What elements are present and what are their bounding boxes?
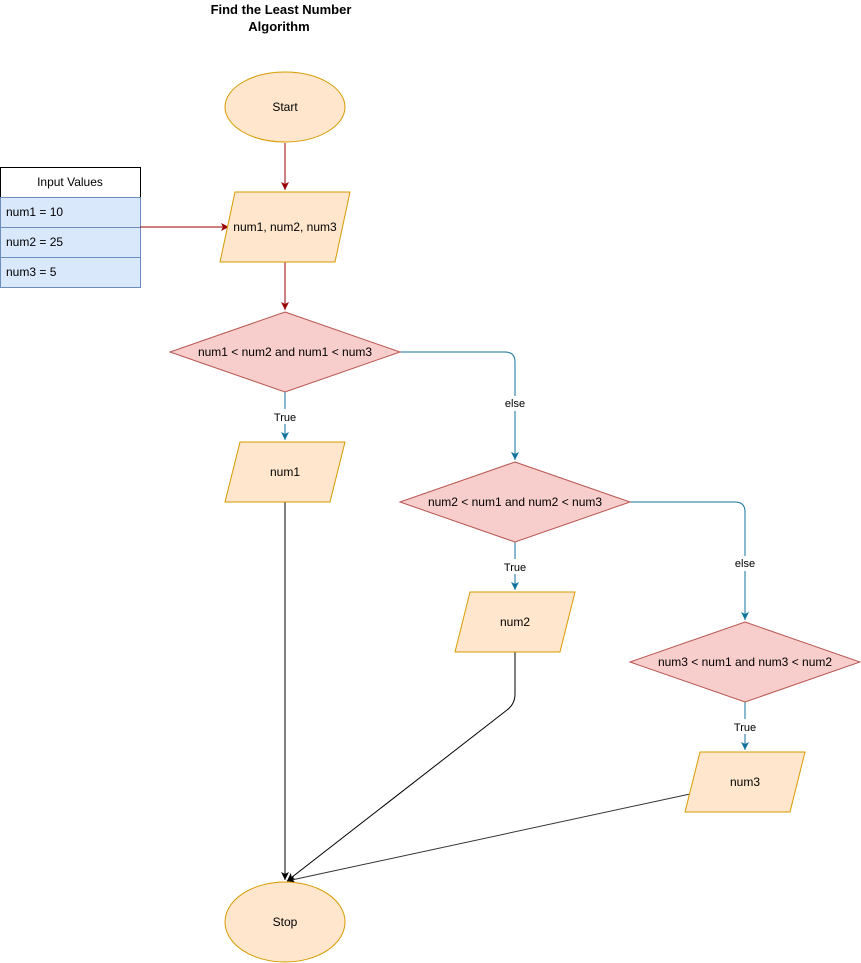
node-decision1-label: num1 < num2 and num1 < num3 <box>198 345 372 359</box>
node-output2: num2 <box>454 591 576 653</box>
diagram-title-line1: Find the Least Number <box>211 2 352 17</box>
edge-decision1-else <box>400 351 519 460</box>
node-start: Start <box>224 71 346 143</box>
node-stop-label: Stop <box>273 915 298 929</box>
table-header-cell <box>0 167 141 198</box>
table-row-label: num2 = 25 <box>6 235 63 249</box>
node-output2-label: num2 <box>500 615 530 629</box>
node-decision2: num2 < num1 and num2 < num3 <box>398 461 632 543</box>
node-output3-label: num3 <box>730 775 760 789</box>
edge-output2-to-stop <box>286 652 516 882</box>
edge-label-d2-true: True <box>504 562 526 574</box>
node-decision1: num1 < num2 and num1 < num3 <box>168 311 402 393</box>
table-row <box>0 227 141 258</box>
edge-label-d3-true: True <box>734 722 756 734</box>
node-output1: num1 <box>224 441 346 503</box>
edge-label-d1-else: else <box>505 398 525 410</box>
node-decision2-label: num2 < num1 and num2 < num3 <box>428 495 602 509</box>
table-row-label: num1 = 10 <box>6 205 63 219</box>
node-decision3: num3 < num1 and num3 < num2 <box>628 621 861 703</box>
edge-label-d1-true: True <box>274 412 296 424</box>
diagram-title-line2: Algorithm <box>248 19 309 34</box>
edge-decision2-else <box>630 501 749 620</box>
table-row <box>0 197 141 228</box>
table-header-label: Input Values <box>37 175 103 189</box>
node-stop: Stop <box>224 881 346 963</box>
node-input-label: num1, num2, num3 <box>233 220 337 234</box>
node-decision3-label: num3 < num1 and num3 < num2 <box>658 655 832 669</box>
node-input: num1, num2, num3 <box>219 191 351 263</box>
edge-label-d2-else: else <box>735 558 755 570</box>
node-start-label: Start <box>272 100 298 114</box>
node-output1-label: num1 <box>270 465 300 479</box>
table-row-label: num3 = 5 <box>6 265 57 279</box>
node-output3: num3 <box>684 751 806 813</box>
input-values-table: Input Values num1 = 10 num2 = 25 num3 = … <box>0 167 141 288</box>
table-row <box>0 257 141 288</box>
edge-output3-to-stop <box>286 793 691 884</box>
edge-labels: True else True else True <box>271 396 759 734</box>
